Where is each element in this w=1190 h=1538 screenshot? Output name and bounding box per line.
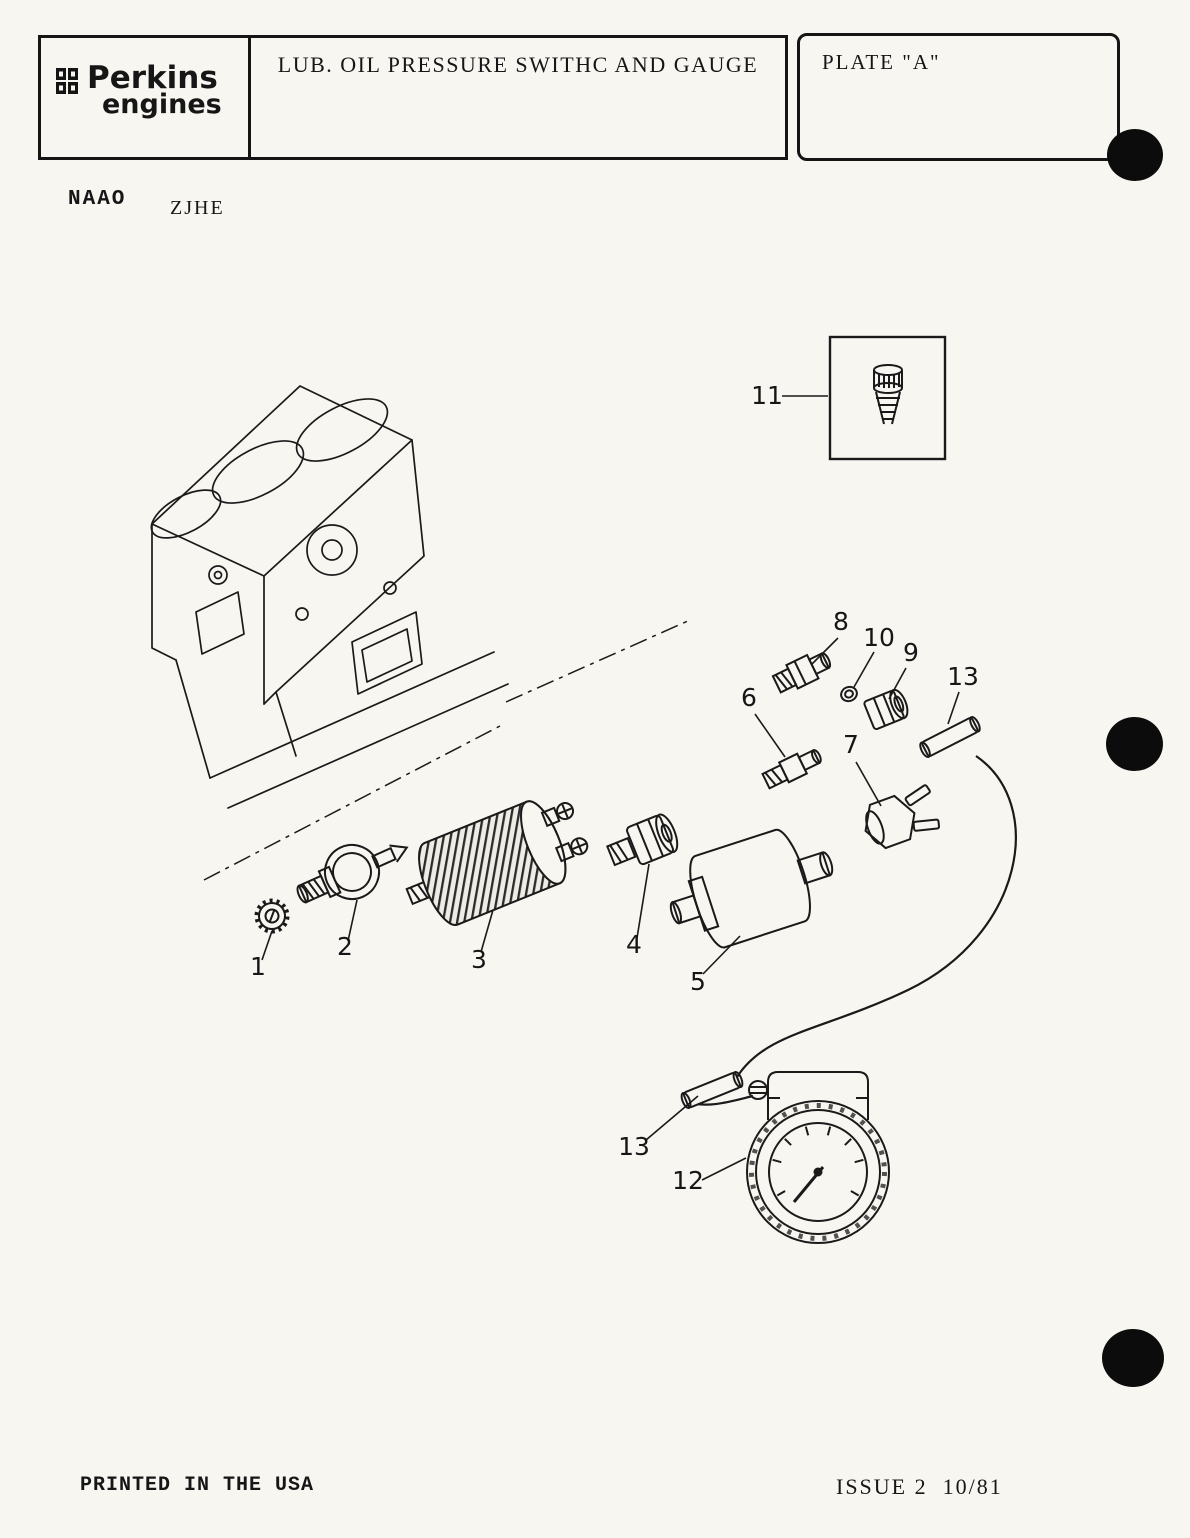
part-4-adapter [606, 813, 679, 867]
page-title: LUB. OIL PRESSURE SWITHC AND GAUGE [277, 52, 759, 77]
part-label-13-top: 13 [947, 662, 979, 691]
issue-text: ISSUE 2 10/81 [836, 1474, 1003, 1499]
part-label-3: 3 [471, 945, 487, 974]
part-1-plug [254, 898, 290, 934]
code-naao: NAAO [68, 188, 127, 211]
punch-hole-middle [1106, 717, 1163, 771]
part-label-7: 7 [843, 730, 859, 759]
part-label-12: 12 [672, 1166, 704, 1195]
part-13-tube-bottom [680, 1070, 744, 1110]
title-box: LUB. OIL PRESSURE SWITHC AND GAUGE [248, 35, 788, 160]
logo-line2: engines [102, 88, 222, 120]
part-label-8: 8 [833, 607, 849, 636]
part-label-11: 11 [751, 381, 783, 410]
part-10-ferrule [840, 685, 858, 703]
part-label-1: 1 [250, 952, 266, 981]
logo-box: Perkins engines [38, 35, 251, 160]
part-label-5: 5 [690, 967, 706, 996]
part-12-gauge [746, 1071, 890, 1244]
gauge-knob [748, 1080, 768, 1100]
part-11-plug [873, 364, 903, 425]
part-label-9: 9 [903, 638, 919, 667]
plate-box: PLATE "A" [797, 33, 1120, 161]
part-9-nut [863, 688, 909, 730]
perkins-logo: Perkins engines [41, 38, 248, 117]
punch-hole-bottom [1102, 1329, 1164, 1387]
hose-line [736, 755, 1017, 1078]
part-11-box [828, 335, 947, 461]
part-label-13-bottom: 13 [618, 1132, 650, 1161]
logo-text: Perkins engines [87, 60, 222, 120]
perkins-logo-icon [55, 64, 81, 105]
part-13-tube-top [919, 715, 981, 759]
part-7-switch [864, 784, 941, 850]
part-2-pressure-switch [296, 844, 409, 904]
plate-label: PLATE "A" [822, 50, 941, 74]
part-label-10: 10 [863, 623, 895, 652]
centerlines [203, 619, 691, 881]
logo-line1: Perkins [87, 60, 218, 96]
part-label-4: 4 [626, 930, 642, 959]
part-label-6: 6 [741, 683, 757, 712]
part-5-sender [669, 828, 834, 949]
engine-block-drawing [150, 385, 509, 809]
part-6-connector [761, 748, 822, 790]
code-zjhe: ZJHE [170, 197, 225, 219]
part-label-2: 2 [337, 932, 353, 961]
part-8-fitting [771, 652, 832, 694]
gauge-ticks [772, 1126, 864, 1197]
leader-lines [261, 395, 960, 1181]
printed-in-usa-text: PRINTED IN THE USA [80, 1474, 315, 1497]
punch-hole-top [1107, 129, 1163, 181]
part-3-sender-unit [405, 800, 589, 926]
